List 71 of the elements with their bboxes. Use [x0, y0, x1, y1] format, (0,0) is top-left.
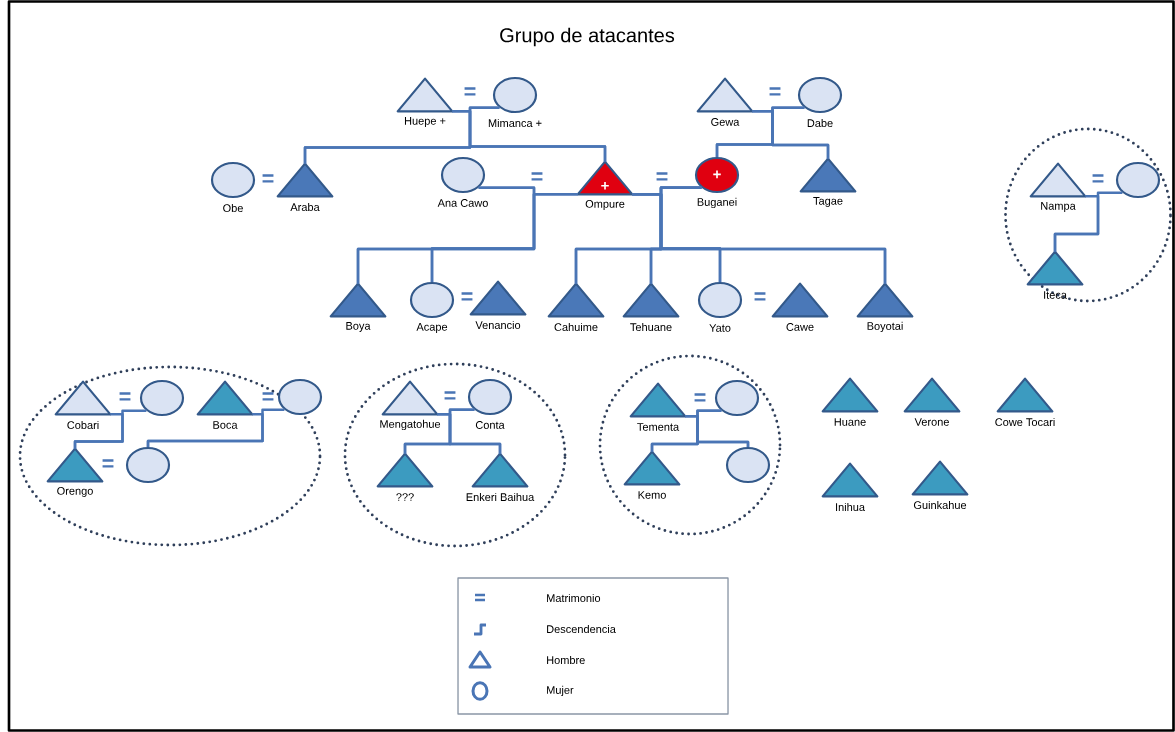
legend-text: Matrimonio — [547, 593, 601, 603]
person-name: Acape — [416, 323, 448, 333]
person-name: Cawe — [786, 323, 814, 331]
person-name: Conta — [475, 421, 505, 429]
descent-line — [448, 408, 502, 454]
person-name: Cobari — [67, 420, 99, 430]
woman-circle — [725, 446, 771, 484]
descent-line — [696, 409, 750, 447]
marriage-sign: = — [119, 392, 131, 401]
marriage-sign: = — [464, 87, 476, 96]
descent-line — [468, 106, 607, 162]
person-name: Verone — [914, 418, 949, 426]
person-name: Gewa — [711, 118, 740, 126]
person-name: Tehuane — [630, 322, 672, 332]
person-name: Guinkahue — [913, 500, 967, 510]
descent-line — [430, 193, 578, 282]
descent-line — [73, 409, 147, 449]
person-name: Boyotai — [867, 321, 903, 333]
man-triangle: + — [576, 160, 634, 196]
dotted-ellipse — [343, 362, 567, 548]
woman-circle — [125, 446, 171, 484]
person-name: Araba — [290, 202, 320, 212]
descent-line — [659, 186, 887, 284]
person-name: Huane — [834, 418, 866, 426]
person-name: Tementa — [637, 423, 680, 431]
descent-line — [771, 106, 830, 159]
person-name: Buganei — [697, 197, 737, 209]
person-name: Nampa — [1041, 202, 1076, 212]
legend-text: Mujer — [547, 685, 574, 697]
descent-line — [146, 408, 285, 447]
person-name: Kemo — [638, 491, 666, 499]
title: Grupo de atacantes — [500, 27, 675, 47]
marriage-sign: = — [102, 459, 114, 468]
marriage-sign: = — [754, 292, 766, 301]
person-name: Enkeri Baihua — [466, 492, 535, 502]
marriage-sign: = — [694, 393, 706, 402]
woman-circle — [139, 379, 185, 417]
person-name: Inihua — [836, 502, 865, 512]
person-name: Huepe + — [405, 117, 446, 127]
person-name: Cowe Tocari — [995, 417, 1055, 427]
marriage-sign: = — [461, 292, 473, 301]
marriage-sign: = — [531, 172, 543, 181]
person-name: Mimanca + — [488, 118, 542, 128]
dotted-ellipse — [598, 354, 782, 536]
person-name: Yato — [709, 324, 731, 332]
marriage-sign: = — [1092, 174, 1104, 183]
marriage-sign: = — [656, 172, 668, 181]
descent-line — [1053, 191, 1123, 252]
person-name: ??? — [396, 493, 414, 501]
person-name: Obe — [223, 203, 243, 213]
person-name: Boya — [346, 322, 371, 332]
marriage-sign: = — [769, 87, 781, 96]
person-name: Boca — [213, 421, 238, 429]
legend-text: Hombre — [547, 655, 585, 665]
dotted-ellipse — [1004, 127, 1172, 303]
woman-circle — [714, 379, 760, 417]
person-name: Ana Cawo — [437, 199, 488, 207]
dotted-ellipse — [18, 365, 322, 547]
person-name: Tagae — [813, 197, 843, 207]
person-name: Mengatohue — [380, 419, 441, 431]
marriage-sign: = — [444, 391, 456, 400]
person-name: Dabe — [807, 118, 833, 128]
woman-circle — [277, 378, 323, 416]
person-name: Ompure — [585, 200, 625, 210]
marriage-sign: = — [262, 392, 274, 401]
person-name: Venancio — [475, 320, 521, 330]
woman-circle — [1115, 161, 1161, 199]
legend-text: Descendencia — [547, 624, 616, 634]
person-name: Cahuime — [554, 322, 598, 332]
marriage-sign: = — [262, 174, 274, 183]
person-name: Orengo — [57, 487, 93, 497]
